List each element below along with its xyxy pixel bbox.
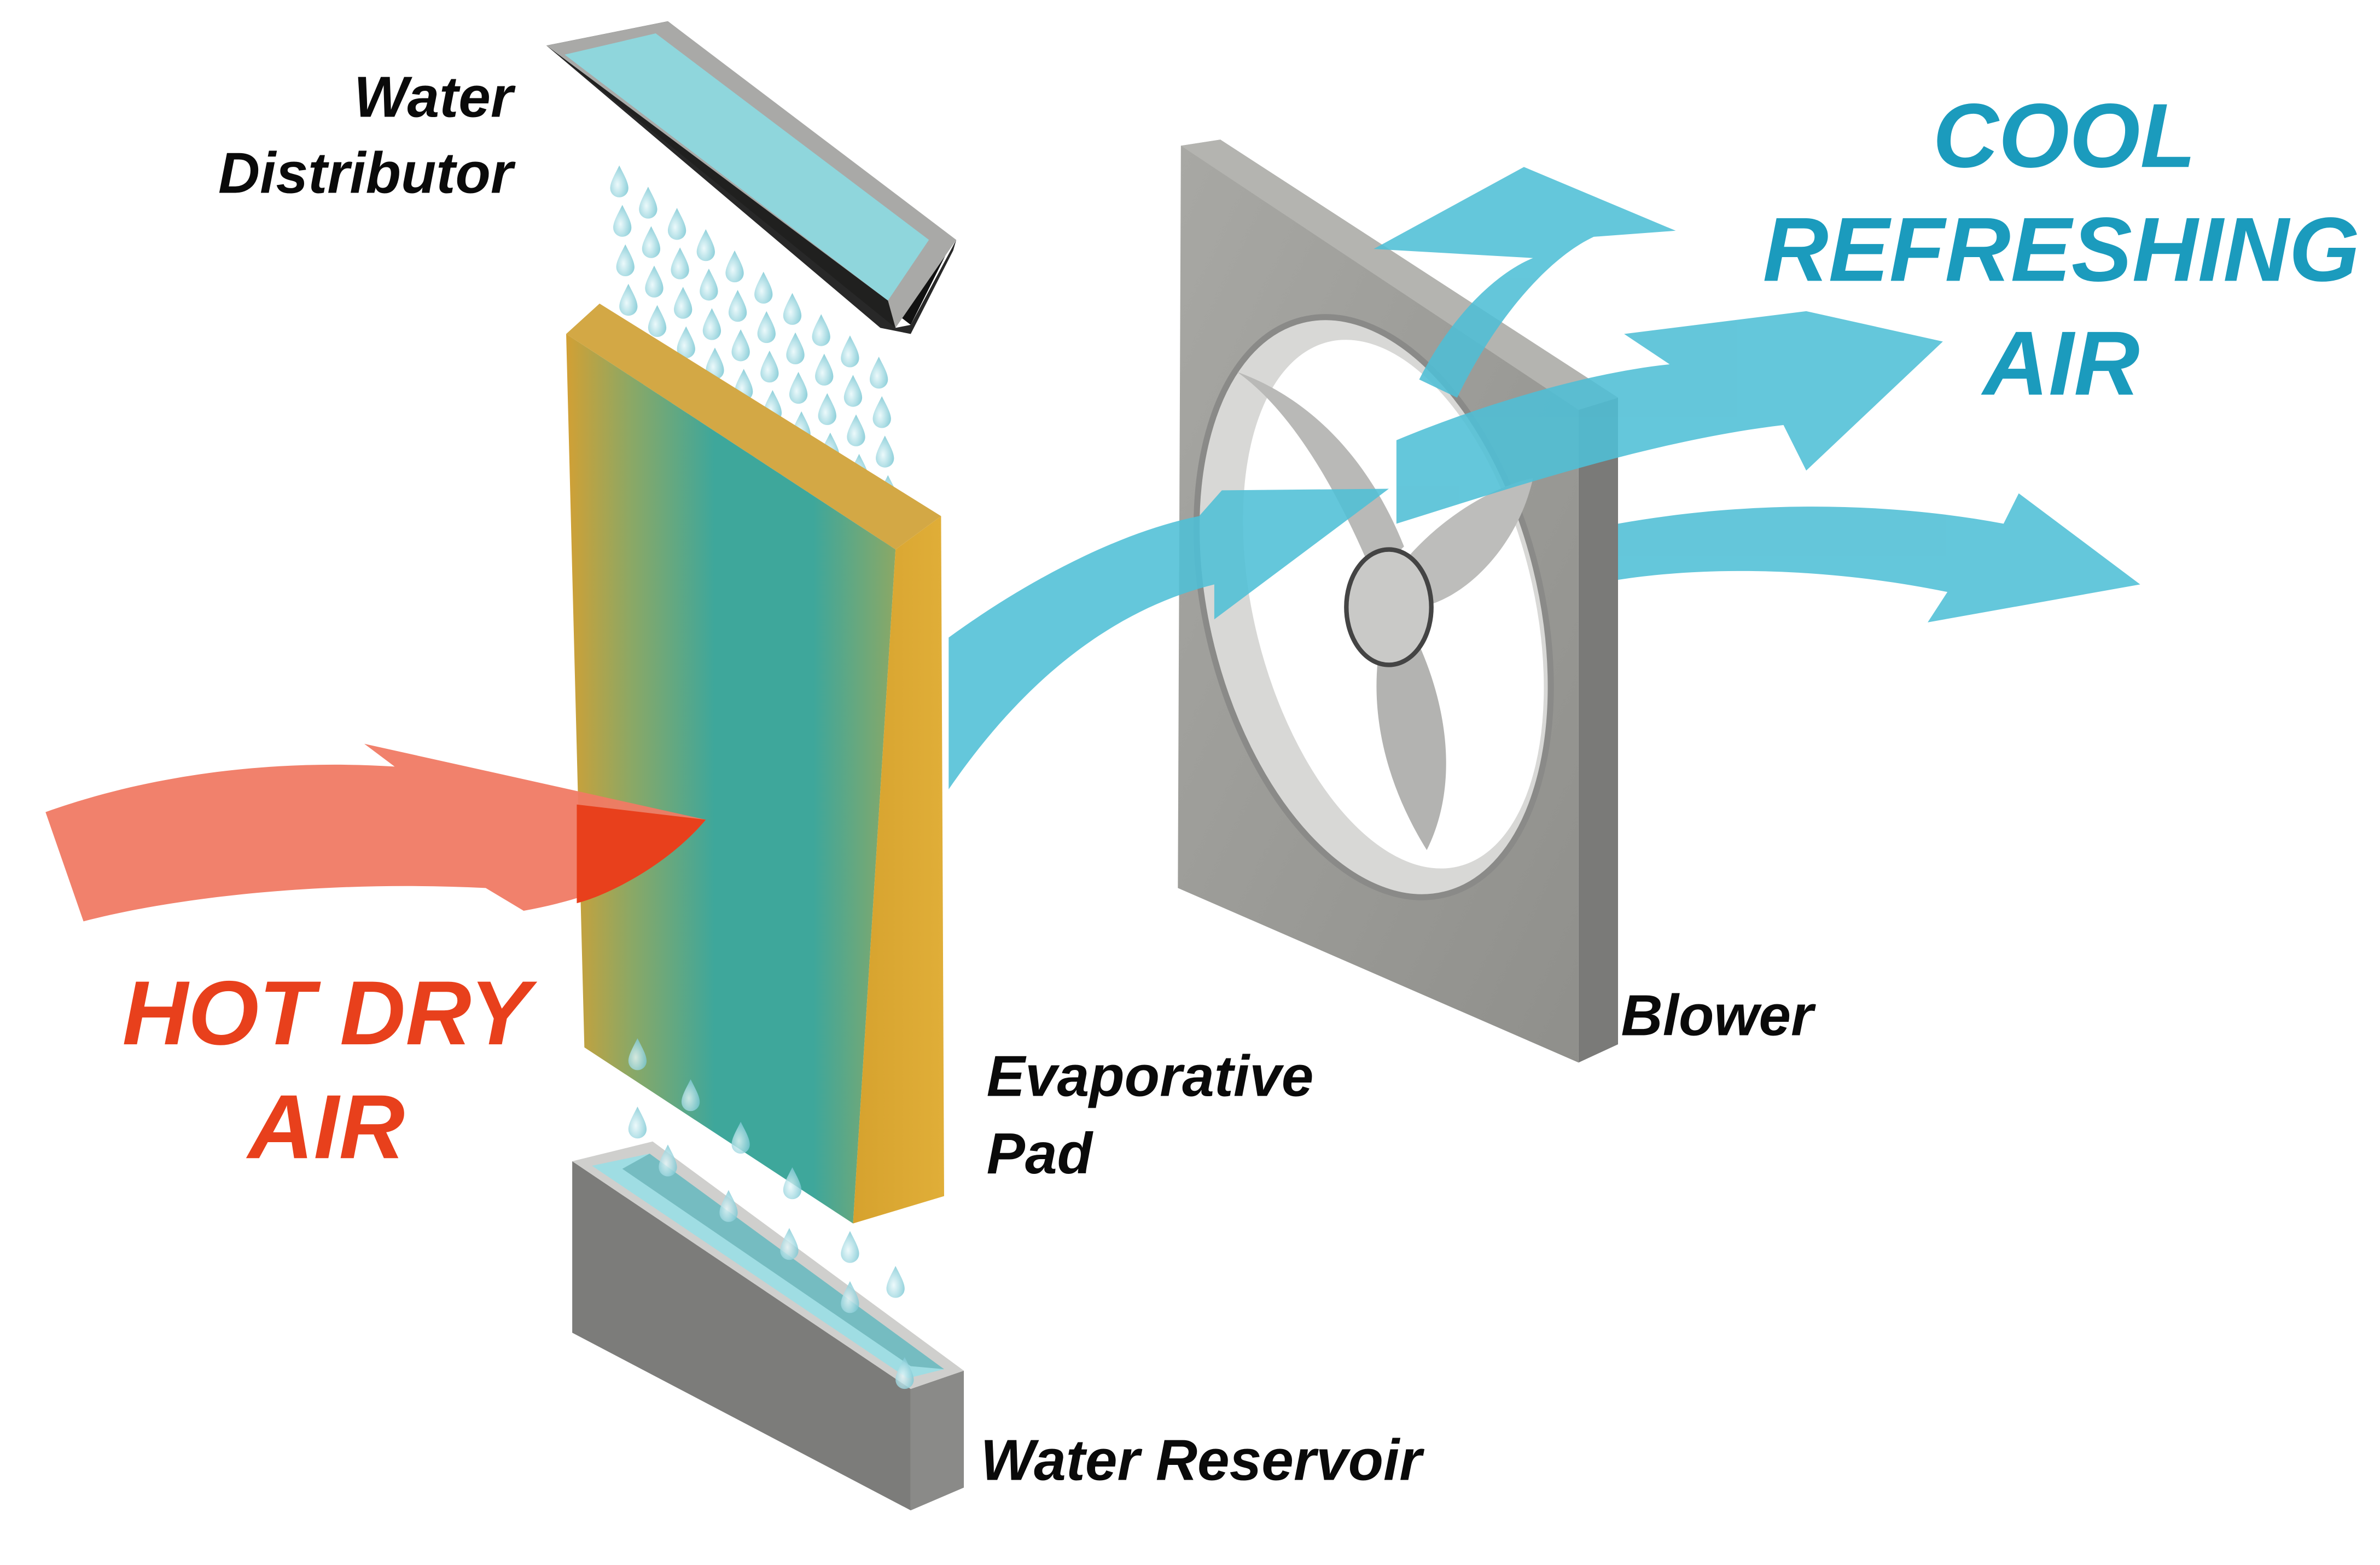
water-drop-icon [841, 1231, 859, 1263]
water-drop-icon [667, 208, 686, 240]
label-hot-line1: HOT DRY [123, 962, 538, 1064]
water-drop-icon [619, 283, 638, 316]
water-drop-icon [870, 357, 888, 389]
water-drop-icon [847, 414, 865, 446]
label-hot-line2: AIR [246, 1076, 405, 1178]
reservoir-side [910, 1370, 964, 1511]
water-drop-icon [628, 1106, 647, 1139]
label-evaporative-pad-line1: Evaporative [987, 1045, 1314, 1109]
blower-frame-side [1578, 398, 1619, 1063]
cool-arrow-pad-to-fan [948, 488, 1389, 789]
water-drop-icon [674, 287, 693, 319]
water-drop-icon [886, 1266, 905, 1298]
water-drop-icon [639, 187, 657, 219]
water-drop-icon [728, 290, 747, 322]
water-drop-icon [677, 326, 695, 358]
water-drop-icon [659, 1144, 677, 1177]
reservoir-front [572, 1161, 911, 1511]
water-drop-icon [760, 351, 779, 383]
water-drop-icon [671, 247, 689, 280]
water-drop-icon [783, 293, 802, 325]
water-drop-icon [818, 393, 836, 425]
water-reservoir [572, 1141, 964, 1511]
pad-side [853, 516, 944, 1224]
label-hot-dry-air: HOT DRY AIR [123, 962, 538, 1178]
label-evaporative-pad: Evaporative Pad [987, 1045, 1314, 1186]
blower [1178, 139, 1619, 1063]
water-drops-bottom [628, 1038, 914, 1389]
water-drop-icon [757, 311, 776, 344]
hot-arrow-tip-on-pad [577, 804, 706, 904]
label-cool-refreshing-air: COOL REFRESHING AIR [1763, 85, 2360, 414]
water-drop-icon [841, 1281, 859, 1313]
water-drop-icon [786, 332, 805, 364]
water-drop-icon [696, 229, 715, 261]
fan-blade-2 [1404, 478, 1533, 607]
label-water-distributor-line1: Water [354, 66, 516, 130]
reservoir-water-shadow [622, 1153, 944, 1370]
hot-arrow-body [45, 743, 706, 922]
label-cool-line1: COOL [1933, 85, 2196, 187]
fan-blade-1 [1237, 371, 1404, 577]
water-drop-icon [648, 305, 667, 338]
label-blower: Blower [1621, 984, 1816, 1048]
evaporative-pad [566, 303, 944, 1224]
water-drop-icon [815, 353, 834, 386]
water-drop-icon [731, 329, 750, 362]
cool-arrow-mid [1396, 311, 1943, 524]
water-drop-icon [616, 244, 635, 277]
water-drop-icon [702, 308, 721, 340]
fan-blade-3 [1376, 637, 1446, 850]
water-drop-icon [780, 1227, 799, 1260]
water-drop-icon [700, 269, 718, 301]
water-drop-icon [895, 1357, 914, 1389]
cool-arrow-up [1374, 167, 1676, 398]
water-drop-icon [642, 226, 661, 258]
water-drop-icon [719, 1190, 738, 1222]
label-water-distributor-line2: Distributor [218, 141, 516, 205]
water-drop-icon [731, 1121, 750, 1154]
water-drop-icon [789, 371, 808, 404]
water-drop-icon [645, 265, 664, 298]
water-drop-icon [725, 250, 744, 283]
distributor-water [565, 33, 929, 301]
cool-arrow-right [1618, 493, 2140, 622]
water-drop-icon [841, 335, 859, 368]
label-evaporative-pad-line2: Pad [987, 1122, 1094, 1186]
water-drop-icon [876, 435, 894, 468]
fan-hub [1344, 547, 1434, 667]
water-drop-icon [628, 1038, 647, 1071]
blower-frame-top [1180, 139, 1619, 410]
water-drop-icon [843, 375, 863, 407]
water-drop-icon [613, 205, 632, 237]
water-drop-icon [812, 314, 830, 346]
water-drop-icon [610, 165, 629, 197]
hot-air-arrow [45, 743, 706, 922]
water-drop-icon [872, 396, 891, 428]
water-drop-icon [706, 347, 724, 380]
water-drop-icon [783, 1167, 802, 1200]
label-water-reservoir: Water Reservoir [981, 1429, 1425, 1493]
label-cool-line2: REFRESHING [1763, 199, 2360, 300]
water-drop-icon [754, 271, 773, 304]
label-cool-line3: AIR [1981, 312, 2140, 414]
pad-top [566, 303, 941, 550]
label-water-distributor: Water Distributor [218, 66, 516, 206]
cool-air-arrows [948, 167, 2140, 789]
water-drop-icon [681, 1079, 700, 1112]
water-distributor [546, 21, 957, 334]
pad-front [566, 334, 896, 1224]
